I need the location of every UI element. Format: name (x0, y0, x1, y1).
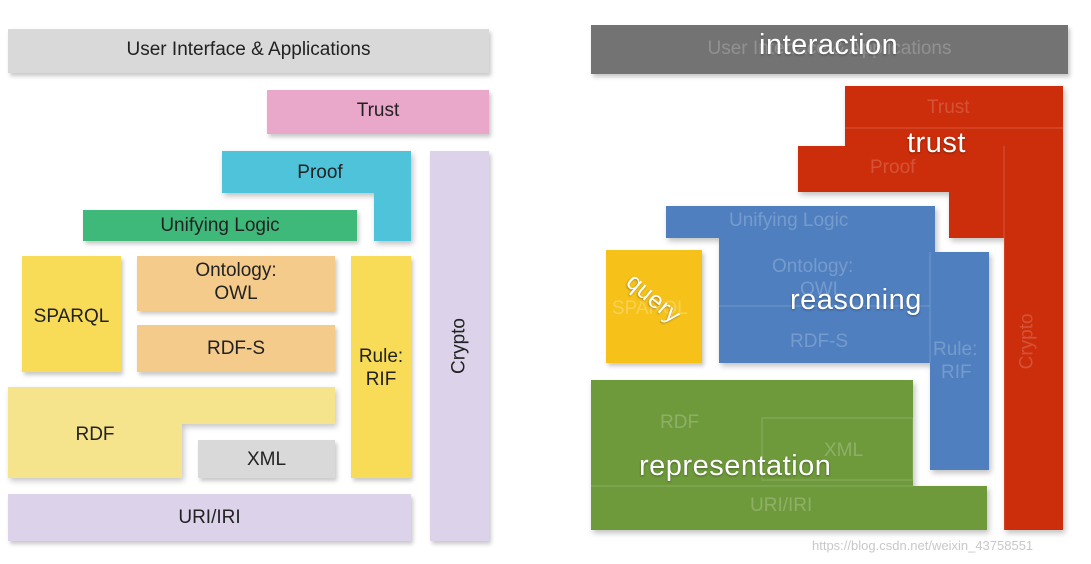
left-trust-block: Trust (267, 90, 489, 134)
left-rdfs-label: RDF-S (206, 338, 266, 359)
right-interaction-label: interaction (759, 29, 899, 61)
right-representation-group (591, 380, 987, 530)
right-interaction-block: User Interface & Applications (591, 25, 1068, 74)
right-faint-rdf-label: RDF (660, 412, 700, 433)
left-ui-label: User Interface & Applications (126, 39, 371, 60)
left-rdf-block (8, 387, 335, 478)
right-faint-crypto-label: Crypto (1016, 313, 1038, 370)
right-faint-ontology-label-1: Ontology: (772, 256, 854, 277)
right-faint-ui-label: User Interface & Applications (707, 38, 952, 59)
right-faint-ontology-label-2: OWL (800, 279, 844, 300)
left-crypto-label: Crypto (448, 318, 470, 374)
right-reasoning-label: reasoning (790, 284, 922, 316)
right-faint-rule-label-1: Rule: (933, 339, 978, 360)
right-trust-group (798, 86, 1063, 530)
right-faint-sparql-label: SPARQL (612, 298, 688, 319)
right-faint-logic-label: Unifying Logic (729, 210, 849, 231)
left-sparql-label: SPARQL (33, 306, 110, 327)
right-faint-proof-label: Proof (870, 157, 916, 178)
left-xml-label: XML (246, 449, 287, 470)
watermark-text: https://blog.csdn.net/weixin_43758551 (812, 538, 1034, 553)
right-reasoning-group (666, 206, 989, 470)
left-proof-label: Proof (297, 162, 343, 183)
right-trust-label: trust (907, 127, 966, 159)
left-uri-block: URI/IRI (8, 494, 411, 541)
right-query-block: SPARQL (606, 250, 702, 363)
left-ui-block: User Interface & Applications (8, 29, 489, 73)
left-rule-block: Rule: RIF (351, 256, 411, 478)
left-rdfs-block: RDF-S (137, 325, 335, 372)
left-xml-block: XML (198, 440, 335, 478)
right-faint-uri-label: URI/IRI (750, 495, 813, 516)
right-representation-label: representation (639, 450, 832, 482)
left-uri-label: URI/IRI (178, 507, 241, 528)
right-faint-trust-label: Trust (927, 97, 970, 118)
left-rule-label-1: Rule: (358, 346, 404, 367)
left-ontology-block: Ontology: OWL (137, 256, 335, 311)
left-crypto-block: Crypto (430, 151, 489, 541)
left-ontology-label-2: OWL (214, 283, 258, 304)
left-sparql-block: SPARQL (22, 256, 121, 372)
left-ontology-label-1: Ontology: (195, 260, 277, 281)
right-faint-xml-label: XML (824, 440, 864, 461)
left-rule-label-2: RIF (365, 369, 397, 390)
left-rdf-label: RDF (75, 424, 115, 445)
left-unifying-logic-block: Unifying Logic (83, 210, 357, 241)
left-proof-block (222, 151, 411, 241)
left-unifying-logic-label: Unifying Logic (160, 215, 280, 236)
right-faint-rule-label-2: RIF (941, 362, 972, 383)
right-faint-rdfs-label: RDF-S (790, 331, 849, 352)
left-trust-label: Trust (356, 100, 400, 121)
